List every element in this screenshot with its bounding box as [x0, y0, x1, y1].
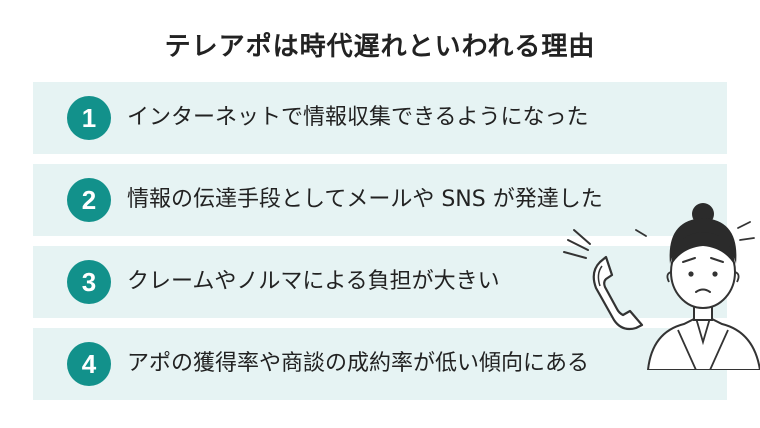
list-item: 2 情報の伝達手段としてメールや SNS が発達した	[33, 164, 727, 236]
reason-text: 情報の伝達手段としてメールや SNS が発達した	[127, 187, 603, 212]
ring-lines-icon	[563, 229, 591, 259]
number-badge: 3	[67, 260, 111, 304]
list-item: 1 インターネットで情報収集できるようになった	[33, 82, 727, 154]
reason-text: アポの獲得率や商談の成約率が低い傾向にある	[127, 351, 590, 376]
reason-text: クレームやノルマによる負担が大きい	[127, 269, 500, 294]
number-badge: 4	[67, 342, 111, 386]
number-badge: 1	[67, 96, 111, 140]
worried-woman-icon	[563, 203, 760, 370]
number-badge: 2	[67, 178, 111, 222]
ringing-phone-icon	[592, 255, 644, 331]
page-title: テレアポは時代遅れといわれる理由	[164, 32, 596, 62]
list-item: 4 アポの獲得率や商談の成約率が低い傾向にある	[33, 328, 727, 400]
reason-text: インターネットで情報収集できるようになった	[127, 105, 589, 130]
